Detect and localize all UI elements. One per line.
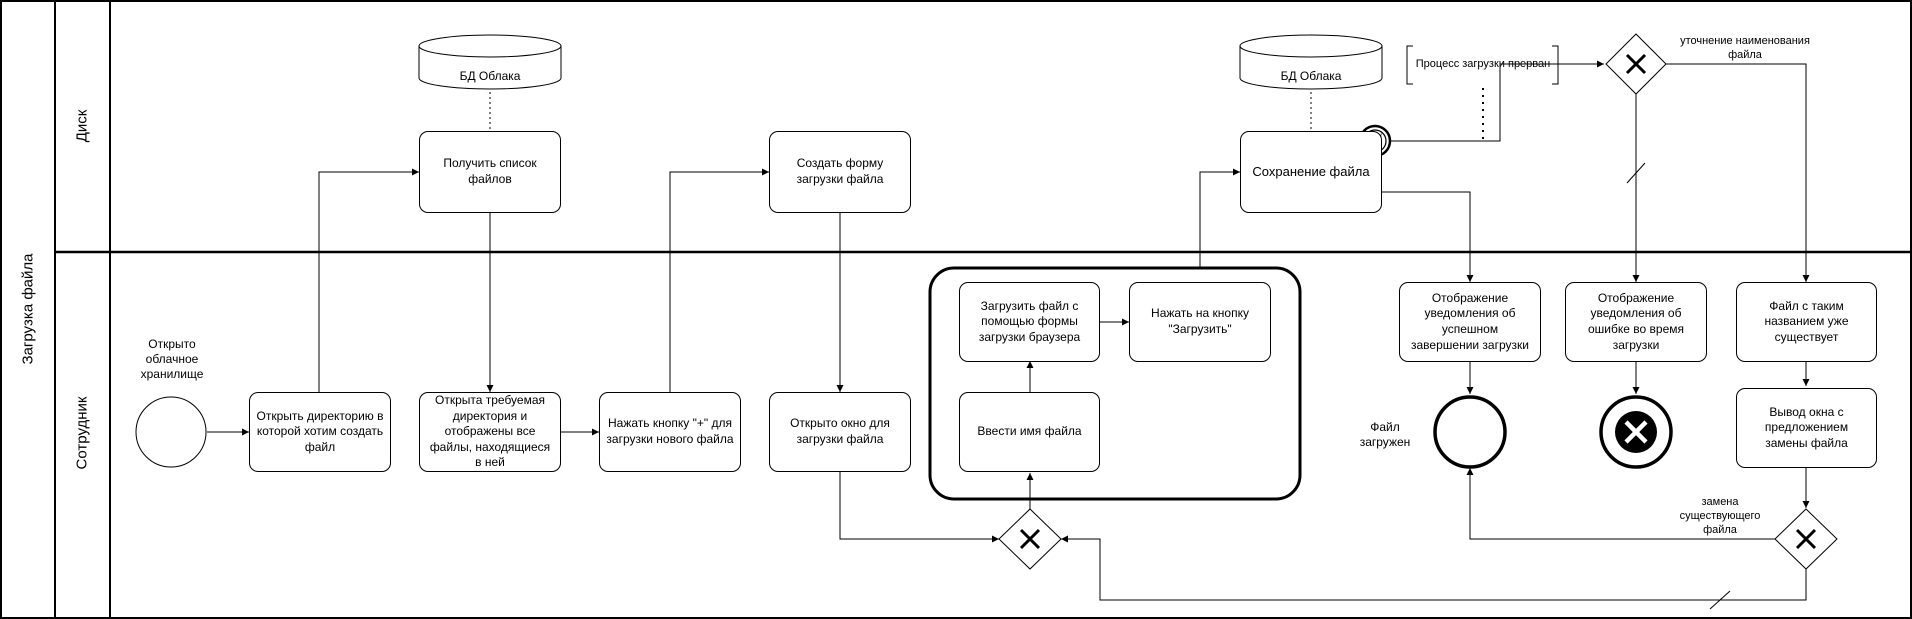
datastore-db1-label: БД Облака [459,69,521,83]
task-replace-prompt[interactable]: Вывод окна с предложением замены файла [1736,388,1877,468]
datastore-db1[interactable] [418,34,562,90]
flow-press-plus-to-create-form [669,168,769,392]
flow-subprocess-to-save [1199,168,1240,268]
error-end-event[interactable] [1599,395,1673,469]
task-get-list[interactable]: Получить список файлов [419,131,561,213]
exclusive-gateway-2[interactable] [1605,33,1667,95]
task-dir-opened[interactable]: Открыта требуемая директория и отображен… [419,392,561,472]
task-press-plus[interactable]: Нажать кнопку "+" для загрузки нового фа… [599,392,741,472]
flow-timer-to-gateway2 [1391,60,1604,142]
flow-gateway3-to-end [1466,468,1776,540]
pool-label: Загрузка файла [19,253,37,365]
subprocess-frame[interactable] [928,266,1302,501]
task-notify-error[interactable]: Отображение уведомления об ошибке во вре… [1565,282,1707,362]
start-event[interactable] [135,396,207,468]
task-create-form[interactable]: Создать форму загрузки файла [769,131,911,213]
task-enter-name[interactable]: Ввести имя файла [959,392,1100,472]
datastore-db2[interactable] [1239,34,1383,90]
task-press-upload[interactable]: Нажать на кнопку "Загрузить" [1129,282,1271,362]
default-flow-marker-1 [1626,162,1646,184]
flow-gateway2-to-exists [1666,63,1810,282]
annotation-bracket [1406,45,1559,85]
task-open-dir[interactable]: Открыть директорию в которой хотим созда… [249,392,391,472]
flow-save-to-success [1381,191,1474,282]
default-flow-marker-2 [1709,590,1731,610]
task-notify-success[interactable]: Отображение уведомления об успешном заве… [1399,282,1541,362]
lane-label-employee: Сотрудник [73,396,91,470]
exclusive-gateway-1[interactable] [998,508,1062,570]
flow-window-to-gateway [839,472,999,543]
lane-label-disk: Диск [73,109,91,143]
task-file-exists[interactable]: Файл с таким названием уже существует [1736,282,1877,362]
flow-open-dir-to-get-list [318,168,419,392]
end-event-success[interactable] [1433,395,1507,469]
flow-gateway3-to-gateway1 [1061,535,1807,601]
task-window-opened[interactable]: Открыто окно для загрузки файла [769,392,911,472]
exclusive-gateway-3[interactable] [1774,508,1838,570]
datastore-db2-label: БД Облака [1280,69,1342,83]
task-upload-via-form[interactable]: Загрузить файл с помощью формы загрузки … [959,282,1100,362]
task-save-file[interactable]: Сохранение файла [1240,131,1382,213]
